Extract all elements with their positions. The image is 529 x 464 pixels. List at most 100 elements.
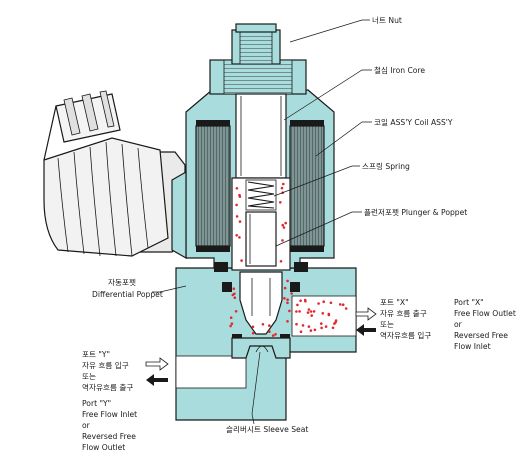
flow-dot [229, 324, 232, 328]
flow-dot [334, 319, 338, 322]
label-port-x-ko-4: 역자유흐름 입구 [380, 330, 431, 340]
flow-dot [279, 260, 283, 263]
flow-dot [309, 329, 313, 332]
flow-dot [281, 239, 284, 242]
flow-dot [238, 236, 241, 239]
flow-dot [232, 287, 236, 291]
flow-dot [261, 323, 265, 326]
iron-core [235, 93, 287, 179]
label-diff-poppet-en: Differential Poppet [92, 290, 163, 299]
flow-dot [301, 324, 305, 327]
flow-dot [295, 310, 298, 313]
flow-arrow-in-icon [145, 357, 169, 386]
label-port-x-en-4: Reversed Free [454, 331, 508, 340]
flow-dot [329, 301, 333, 305]
flow-dot [234, 310, 238, 313]
flow-dot [307, 308, 311, 311]
sleeve-seat [231, 337, 291, 359]
flow-dot [280, 186, 284, 190]
flow-dot [339, 303, 342, 306]
flow-dot [283, 286, 287, 290]
flow-dot [286, 320, 289, 323]
flow-dot [231, 293, 235, 297]
differential-poppet [239, 271, 283, 335]
label-port-x-ko-1: 포트 "X" [380, 298, 409, 307]
label-port-y-en-2: Free Flow Inlet [82, 410, 137, 419]
label-port-y-en-1: Port "Y" [82, 399, 111, 408]
flow-dot [322, 300, 326, 304]
flow-dot [235, 234, 238, 237]
label-port-y-ko-2: 자유 흐름 입구 [82, 361, 129, 370]
flow-dot [235, 187, 239, 190]
flow-dot [251, 325, 255, 329]
label-port-y-ko-4: 역자유흐름 출구 [82, 382, 133, 392]
label-port-x-en-5: Flow Inlet [454, 342, 491, 351]
flow-dot [309, 310, 313, 313]
flow-dot [310, 314, 314, 317]
flow-dot [299, 299, 302, 303]
label-port-x-en-1: Port "X" [454, 298, 484, 307]
flow-dot [288, 309, 291, 313]
label-port-x-ko-2: 자유 흐름 출구 [380, 308, 427, 318]
flow-dot [298, 310, 301, 313]
flow-dot [341, 303, 345, 307]
flow-dot [282, 182, 285, 186]
coil-left [195, 125, 231, 247]
label-port-x-ko-3: 또는 [380, 320, 394, 329]
label-diff-poppet-ko: 자동포펫 [108, 277, 136, 287]
flow-dot [282, 226, 286, 229]
flow-dot [290, 292, 293, 295]
label-spring: 스프링 Spring [362, 161, 410, 171]
flow-dot [268, 324, 271, 327]
flow-dot [312, 310, 316, 313]
flow-dot [268, 330, 271, 334]
flow-dot [306, 311, 310, 314]
flow-dot [279, 201, 282, 204]
flow-dot [313, 328, 317, 332]
spring-icon [245, 179, 277, 211]
flow-dot [317, 302, 320, 305]
flow-dot [327, 313, 331, 317]
label-plunger-poppet: 플런저포펫 Plunger & Poppet [364, 207, 467, 217]
label-port-x-en-3: or [454, 320, 463, 329]
plunger [245, 211, 277, 267]
flow-dots [229, 182, 348, 337]
flow-dot [299, 330, 303, 334]
flow-dot [324, 325, 328, 328]
flow-dot [235, 203, 238, 207]
label-nut: 너트 Nut [372, 15, 402, 25]
flow-dot [240, 259, 243, 262]
flow-dot [286, 301, 289, 305]
flow-dot [233, 296, 237, 300]
flow-dot [274, 333, 277, 336]
label-coil-assy: 코일 ASS'Y Coil ASS'Y [374, 118, 453, 127]
label-port-y-en-3: or [82, 421, 91, 430]
flow-dot [296, 303, 299, 307]
flow-dot [344, 307, 348, 310]
label-port-y-ko-1: 포트 "Y" [82, 350, 110, 359]
flow-dot [271, 334, 275, 337]
label-port-y-en-5: Flow Outlet [82, 443, 125, 452]
label-port-y-ko-3: 또는 [82, 372, 96, 381]
label-port-y-en-4: Reversed Free [82, 432, 136, 441]
flow-dot [303, 298, 307, 302]
flow-dot [320, 322, 323, 325]
flow-dot [235, 215, 239, 218]
flow-dot [281, 223, 285, 227]
flow-dot [331, 326, 335, 330]
label-port-x-en-2: Free Flow Outlet [454, 309, 516, 318]
port-y-bore [175, 355, 247, 389]
label-sleeve-seat: 슬리버시트 Sleeve Seat [226, 424, 308, 434]
flow-dot [286, 298, 289, 302]
flow-arrow-out-icon [355, 307, 377, 336]
flow-dot [320, 326, 323, 330]
flow-dot [284, 221, 288, 225]
flow-dot [307, 325, 311, 328]
flow-dot [295, 322, 298, 326]
flow-dot [230, 322, 234, 326]
label-iron-core: 철심 Iron Core [374, 65, 425, 75]
flow-dot [229, 316, 233, 320]
flow-dot [321, 312, 325, 315]
flow-dot [283, 297, 286, 300]
